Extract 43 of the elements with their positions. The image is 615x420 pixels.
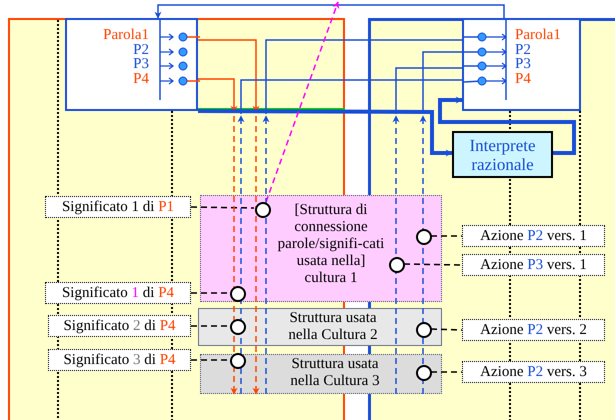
connector-line [431, 235, 462, 237]
arrow [230, 116, 238, 395]
word-text: P4 [515, 72, 531, 87]
connector-line [190, 206, 254, 209]
structure-box [198, 308, 442, 346]
arrow [238, 115, 244, 394]
action-label: Azione P2 vers. 1 [462, 225, 605, 247]
connector-line [404, 263, 462, 266]
word-text: P2 [133, 43, 149, 58]
arrow [420, 115, 426, 394]
word-text: P3 [133, 57, 149, 72]
arrow [262, 115, 270, 394]
action-label: Azione P2 vers. 3 [462, 361, 605, 383]
word-text: P3 [515, 57, 531, 72]
arrow [265, 1, 340, 202]
action-label: Azione P2 vers. 2 [462, 319, 605, 341]
arrow [438, 96, 576, 155]
structure-text: Struttura usata nella Cultura 2 [287, 310, 379, 344]
word-text: P2 [515, 43, 531, 58]
arrow [392, 115, 400, 394]
meaning-label: Significato 2 di P4 [48, 315, 191, 337]
meaning-label: Significato 1 di P1 [45, 196, 191, 218]
process-box: Interprete razionale [452, 131, 553, 178]
structure-box [200, 195, 442, 302]
connector-line [431, 371, 462, 373]
arrow [252, 116, 260, 395]
word-box [462, 18, 581, 111]
arrow [154, 4, 505, 19]
structure-text: Struttura usata nella Cultura 3 [289, 356, 381, 390]
action-label: Azione P3 vers. 1 [462, 254, 605, 276]
meaning-label: Significato 3 di P4 [48, 349, 191, 371]
word-text: Parola1 [103, 28, 149, 43]
word-text: Parola1 [515, 28, 561, 43]
structure-box [200, 354, 442, 394]
connector-line [430, 328, 462, 331]
structure-text: [Struttura di connessione parole/signifi-cati usata nella] cultura 1 [276, 202, 386, 287]
meaning-label: Significato 1 di P4 [45, 282, 191, 304]
connector-line [191, 292, 229, 294]
connector-line [191, 325, 229, 327]
word-box [65, 18, 198, 111]
word-text: P4 [133, 72, 149, 87]
connector-line [191, 359, 229, 361]
arrow [198, 109, 453, 156]
